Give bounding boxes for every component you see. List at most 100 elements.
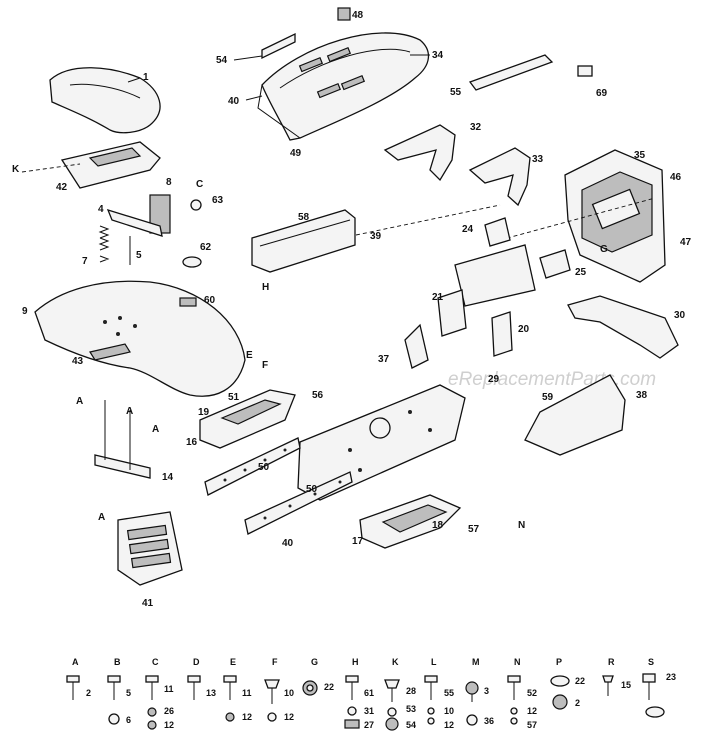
part-label-17: 17 (352, 536, 364, 547)
part-label-39: 39 (370, 231, 382, 242)
part-label-50: 50 (258, 462, 270, 473)
decal-55 (468, 54, 554, 91)
hw-number-2: 2 (86, 688, 91, 698)
hw-letter-D: D (193, 657, 200, 667)
hw-letter-S: S (648, 657, 654, 667)
part-label-14: 14 (162, 472, 174, 483)
part-label-42: 42 (56, 182, 68, 193)
part-label-59: 59 (542, 392, 554, 403)
part-label-9: 9 (22, 306, 28, 317)
part-label-34: 34 (432, 50, 444, 61)
part-label-37: 37 (378, 354, 390, 365)
hw-number-5: 5 (126, 688, 131, 698)
hw-letter-A: A (72, 657, 79, 667)
hw-number-22b: 2 (575, 698, 580, 708)
part-label-32: 32 (470, 122, 482, 133)
part-label-63: 63 (212, 195, 224, 206)
part-label-57: 57 (468, 524, 480, 535)
part-label-58: 58 (298, 212, 310, 223)
hw-letter-H: H (352, 657, 359, 667)
hw-number-12d: 12 (444, 720, 454, 730)
part-label-49: 49 (290, 148, 302, 159)
part-label-K: K (12, 164, 20, 175)
hw-number-52: 12 (527, 706, 537, 716)
hw-number-54: 54 (406, 720, 416, 730)
plate-60 (179, 297, 197, 307)
decal-48 (337, 7, 351, 21)
main-frame (297, 384, 466, 501)
part-label-5: 5 (136, 250, 142, 261)
part-label-56: 56 (312, 390, 324, 401)
part-label-46: 46 (670, 172, 682, 183)
footrest-left (199, 389, 296, 449)
hood-part (257, 32, 430, 141)
part-label-33: 33 (532, 154, 544, 165)
part-label-30: 30 (674, 310, 686, 321)
hw-letter-P: P (556, 657, 562, 667)
part-label-19: 19 (198, 407, 210, 418)
hw-number-10: 10 (284, 688, 294, 698)
part-label-E: E (246, 350, 253, 361)
hw-number-61: 61 (364, 688, 374, 698)
hw-letter-R: R (608, 657, 615, 667)
rail-39 (251, 209, 356, 273)
dash-panel-35 (564, 149, 666, 283)
part-label-69: 69 (596, 88, 608, 99)
part-label-1: 1 (143, 72, 149, 83)
bracket-25 (539, 249, 571, 279)
footrest-right (359, 494, 462, 549)
part-label-29: 29 (488, 374, 500, 385)
hw-number-11b: 11 (242, 688, 252, 698)
hw-number-22: 22 (324, 682, 334, 692)
spring-7 (98, 225, 110, 263)
hw-letter-B: B (114, 657, 121, 667)
part-label-48: 48 (352, 10, 364, 21)
hw-number-53: 53 (406, 704, 416, 714)
part-label-C: C (196, 179, 203, 190)
rod-assembly-14 (94, 400, 151, 479)
part-label-G: G (600, 244, 608, 255)
hw-number-2b: 15 (621, 680, 631, 690)
part-label-A1: A (76, 396, 83, 407)
part-label-35: 35 (634, 150, 646, 161)
bracket-4 (106, 208, 163, 237)
bushing-62 (182, 256, 202, 268)
part-label-43: 43 (72, 356, 84, 367)
hw-number-36: 36 (484, 716, 494, 726)
part-label-24: 24 (462, 224, 474, 235)
hw-number-31: 31 (364, 706, 374, 716)
part-label-A2: A (126, 406, 133, 417)
hw-number-6: 6 (126, 715, 131, 725)
part-label-N: N (518, 520, 525, 531)
frame-rail-40 (244, 471, 353, 535)
bolt-63 (190, 199, 202, 211)
part-label-4: 4 (98, 204, 104, 215)
hw-number-26: 26 (164, 706, 174, 716)
bracket-21 (437, 289, 467, 337)
part-label-A4: A (98, 512, 105, 523)
frame-rail-50 (204, 437, 301, 496)
part-label-25: 25 (575, 267, 587, 278)
hw-letter-F: F (272, 657, 278, 667)
decal-69 (577, 65, 593, 77)
fender-9 (34, 280, 246, 397)
part-label-41: 41 (142, 598, 154, 609)
hw-number-13: 13 (206, 688, 216, 698)
part-label-A3: A (152, 424, 159, 435)
part-label-60: 60 (204, 295, 216, 306)
hw-letter-E: E (230, 657, 236, 667)
hardware-row: A B C D E F G H K L M N P R S (66, 657, 676, 731)
hw-letter-G: G (311, 657, 318, 667)
part-label-54: 54 (216, 55, 228, 66)
part-label-40b: 40 (282, 538, 294, 549)
part-label-18: 18 (432, 520, 444, 531)
bracket-24 (484, 217, 511, 247)
side-panel-38 (524, 374, 626, 456)
hw-number-27: 27 (364, 720, 374, 730)
hw-letter-N: N (514, 657, 521, 667)
hw-number-15: 23 (666, 672, 676, 682)
grille-panel-41 (117, 511, 183, 586)
watermark: eReplacementParts.com (448, 369, 656, 390)
bracket-20 (491, 311, 513, 357)
